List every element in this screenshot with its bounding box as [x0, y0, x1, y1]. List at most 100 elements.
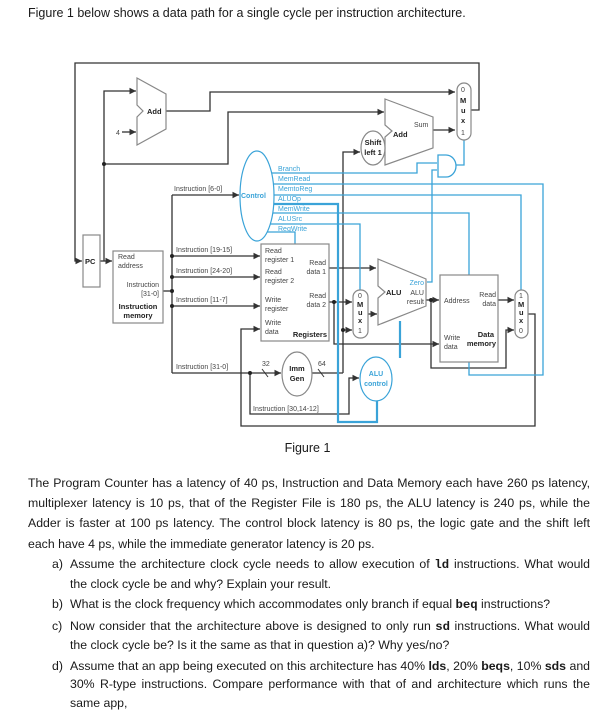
question-b: b) What is the clock frequency which acc… — [52, 595, 590, 615]
svg-text:memory: memory — [123, 311, 153, 320]
code-beq: beq — [455, 598, 478, 612]
register-file: Read register 1 Read register 2 Write re… — [260, 243, 330, 342]
question-marker: a) — [52, 557, 63, 571]
pc-adder: Add — [136, 76, 167, 147]
question-text: Assume the architecture clock cycle need… — [70, 557, 435, 571]
svg-text:x: x — [519, 316, 524, 325]
shift-left-unit: Shift left 1 — [360, 130, 386, 166]
svg-text:Read: Read — [479, 292, 496, 299]
svg-text:Add: Add — [147, 107, 162, 116]
svg-text:Read: Read — [265, 248, 282, 255]
svg-text:Read: Read — [309, 260, 326, 267]
svg-text:Gen: Gen — [290, 374, 305, 383]
datapath-wires — [74, 62, 536, 427]
svg-text:1: 1 — [358, 328, 362, 335]
label-instr-19-15: Instruction [19-15] — [176, 247, 232, 254]
svg-text:Read: Read — [118, 254, 135, 261]
svg-text:Zero: Zero — [410, 280, 425, 287]
svg-text:Registers: Registers — [293, 330, 327, 339]
branch-adder: Add Sum — [384, 98, 434, 166]
program-counter: PC — [82, 234, 101, 288]
svg-text:MemtoReg: MemtoReg — [278, 186, 312, 193]
svg-text:register 1: register 1 — [265, 257, 294, 264]
control-unit: Control Branch MemRead MemtoReg ALUOp Me… — [239, 150, 312, 242]
latency-paragraph: The Program Counter has a latency of 40 … — [28, 476, 590, 551]
question-text: instructions. What would the clock cycle… — [70, 557, 590, 591]
svg-text:1: 1 — [519, 293, 523, 300]
svg-text:Instruction: Instruction — [119, 302, 158, 311]
bold-lds: lds — [428, 658, 447, 673]
svg-text:u: u — [519, 308, 524, 317]
svg-text:address: address — [118, 263, 143, 270]
svg-text:32: 32 — [262, 361, 270, 368]
svg-text:1: 1 — [461, 130, 465, 137]
svg-text:data: data — [444, 344, 458, 351]
svg-text:u: u — [358, 308, 363, 317]
code-ld: ld — [434, 558, 450, 572]
svg-text:x: x — [358, 316, 363, 325]
question-marker: b) — [52, 597, 63, 611]
svg-text:control: control — [364, 381, 388, 388]
svg-text:left 1: left 1 — [364, 148, 382, 157]
svg-text:Read: Read — [309, 293, 326, 300]
svg-text:PC: PC — [85, 257, 96, 266]
svg-text:MemRead: MemRead — [278, 176, 310, 183]
question-text: Now consider that the architecture above… — [70, 618, 436, 633]
svg-text:Instruction: Instruction — [127, 282, 159, 289]
svg-text:Write: Write — [265, 320, 281, 327]
question-text: instructions. What would the clock cycle… — [70, 618, 590, 653]
svg-text:Write: Write — [444, 335, 460, 342]
svg-text:ALU: ALU — [369, 371, 383, 378]
svg-text:0: 0 — [358, 293, 362, 300]
svg-text:data 2: data 2 — [307, 302, 327, 309]
label-instr-6-0: Instruction [6-0] — [174, 186, 222, 193]
svg-text:register 2: register 2 — [265, 278, 294, 285]
alu: ALU Zero ALU result — [377, 258, 427, 326]
pc-source-mux: 0 M u x 1 — [456, 82, 472, 141]
svg-text:ALUOp: ALUOp — [278, 196, 301, 203]
figure-caption: Figure 1 — [284, 441, 331, 455]
question-text: instructions? — [477, 597, 551, 611]
svg-text:Add: Add — [393, 130, 408, 139]
alu-control: ALU control — [359, 356, 393, 402]
question-text: , 10% — [509, 658, 545, 673]
label-instr-31-0: Instruction [31-0] — [176, 364, 228, 371]
immediate-generator: Imm Gen 32 64 — [262, 351, 326, 397]
question-c: c) Now consider that the architecture ab… — [52, 617, 590, 655]
svg-text:[31-0]: [31-0] — [141, 291, 159, 298]
bold-beqs: beqs — [481, 658, 510, 673]
svg-text:ALUSrc: ALUSrc — [278, 216, 303, 223]
intro-text: Figure 1 below shows a data path for a s… — [28, 6, 466, 20]
svg-text:MemWrite: MemWrite — [278, 206, 310, 213]
svg-text:Branch: Branch — [278, 166, 300, 173]
data-memory: Address Read data Write data Data memory — [439, 274, 499, 363]
question-a: a) Assume the architecture clock cycle n… — [52, 555, 590, 593]
svg-text:data: data — [265, 329, 279, 336]
svg-text:64: 64 — [318, 361, 326, 368]
svg-text:data 1: data 1 — [307, 269, 327, 276]
question-list: a) Assume the architecture clock cycle n… — [52, 555, 590, 714]
bold-sds: sds — [544, 658, 567, 673]
question-marker: c) — [52, 618, 63, 633]
svg-text:0: 0 — [461, 87, 465, 94]
svg-text:Sum: Sum — [414, 122, 429, 129]
svg-text:Address: Address — [444, 298, 470, 305]
svg-text:Write: Write — [265, 297, 281, 304]
svg-text:memory: memory — [467, 339, 497, 348]
svg-text:Data: Data — [478, 330, 495, 339]
question-d: d) Assume that an app being executed on … — [52, 657, 590, 713]
svg-text:u: u — [461, 106, 466, 115]
svg-text:M: M — [518, 300, 524, 309]
question-marker: d) — [52, 658, 63, 673]
question-text: , 20% — [446, 658, 482, 673]
instruction-memory: Read address Instruction [31-0] Instruct… — [112, 250, 164, 324]
svg-text:Control: Control — [241, 193, 266, 200]
datapath-diagram: Add 4 Add Sum Shift left 1 0 M u x 1 Con… — [74, 62, 544, 427]
question-text: Assume that an app being executed on thi… — [70, 658, 429, 673]
svg-text:ALU: ALU — [410, 290, 424, 297]
question-text: What is the clock frequency which accomm… — [70, 597, 456, 611]
code-sd: sd — [435, 619, 451, 634]
svg-text:x: x — [461, 116, 466, 125]
svg-text:Imm: Imm — [289, 364, 305, 373]
svg-text:M: M — [357, 300, 363, 309]
